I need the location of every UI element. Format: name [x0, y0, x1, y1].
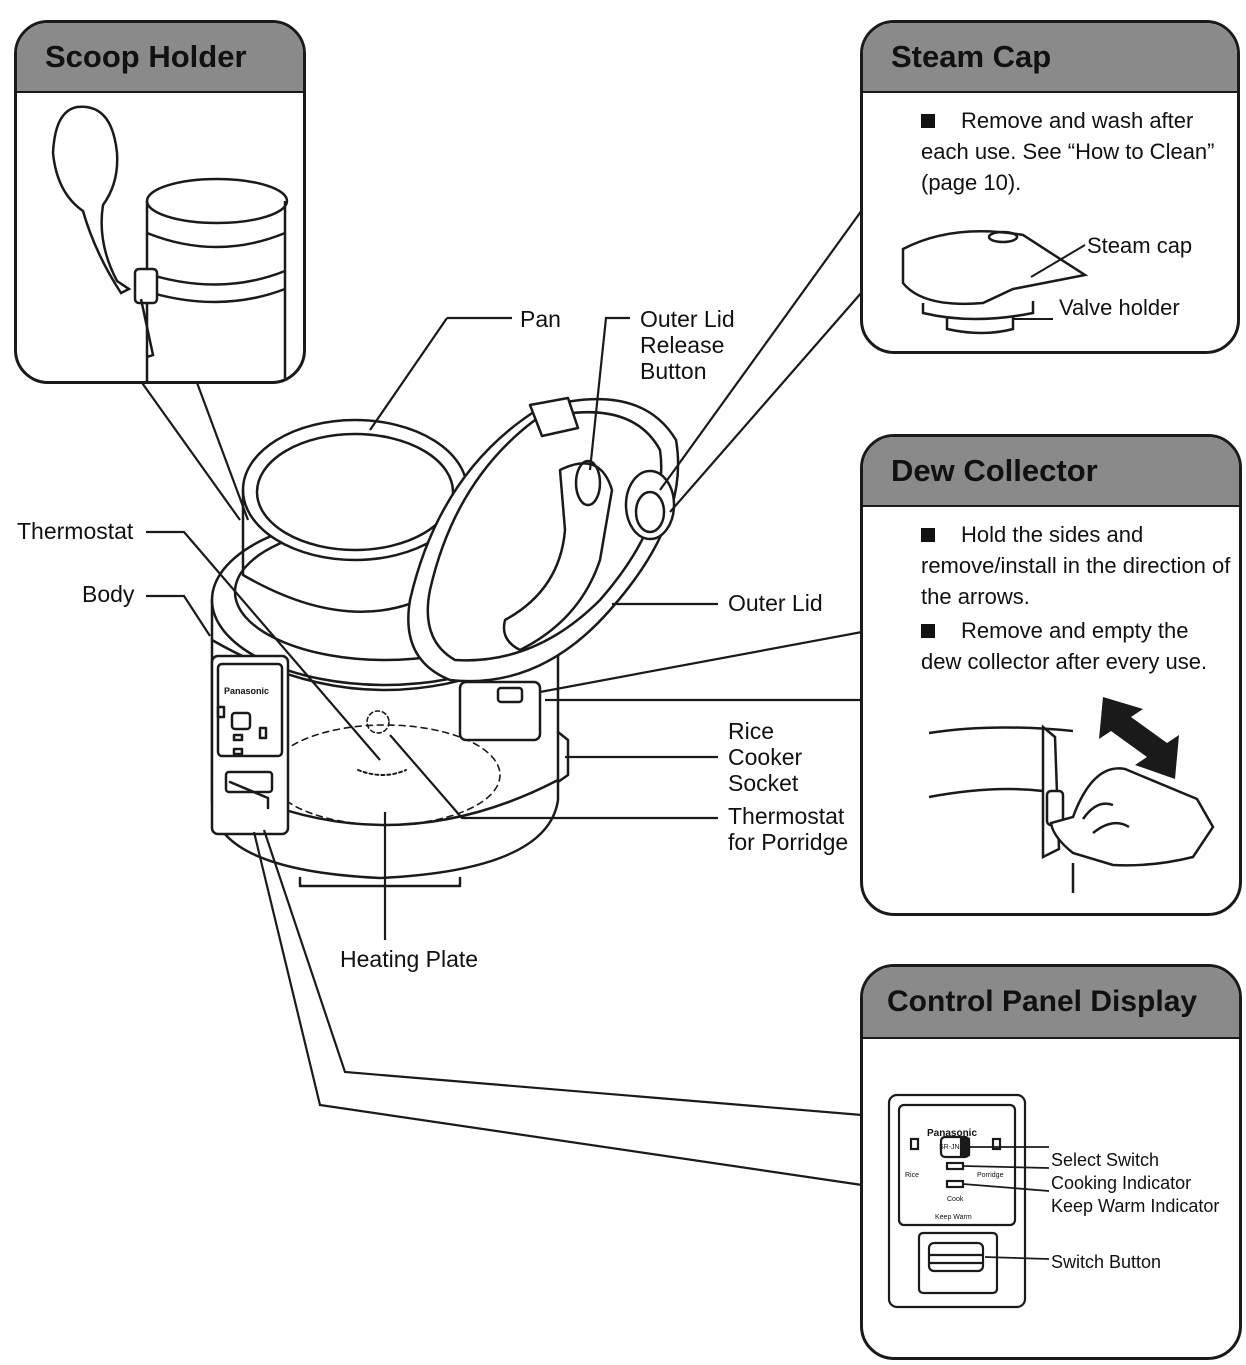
label-steam-cap: Steam cap [1087, 233, 1193, 258]
dew-collector-instruction-2: Remove and empty the dew collector after… [921, 618, 1208, 674]
pointer-dew-collector [539, 630, 863, 702]
label-porridge-thermostat-1: Thermostat [728, 803, 845, 829]
steam-cap-illustration [901, 229, 1089, 335]
label-body: Body [82, 581, 135, 607]
body-brand: Panasonic [224, 686, 270, 696]
label-outer-lid-release-2: Release [640, 332, 725, 358]
scoop-holder-header: Scoop Holder [17, 23, 303, 93]
scoop-illustration [51, 105, 289, 381]
double-arrow-icon [1099, 697, 1179, 779]
leader-thermostat [146, 530, 381, 761]
leader-porridge-thermostat [389, 734, 718, 820]
dew-collector-instruction-1: Hold the sides and remove/install in the… [921, 522, 1231, 609]
label-keep-warm-indicator: Keep Warm Indicator [1051, 1196, 1220, 1216]
label-cooking-indicator: Cooking Indicator [1051, 1173, 1192, 1193]
panel-brand: Panasonic [927, 1128, 978, 1139]
panel-mini-rice: Rice [905, 1172, 920, 1179]
panel-mini-cook: Cook [947, 1196, 964, 1203]
dew-collector-header: Dew Collector [863, 437, 1239, 507]
control-panel-leaders [962, 1146, 1050, 1260]
label-switch-button: Switch Button [1051, 1252, 1162, 1272]
scoop-holder-title: Scoop Holder [45, 39, 247, 74]
steam-cap-header: Steam Cap [863, 23, 1237, 93]
label-thermostat: Thermostat [17, 518, 134, 544]
dew-collector-illustration [928, 697, 1215, 893]
control-panel-title: Control Panel Display [887, 985, 1198, 1018]
dew-collector-panel: Dew Collector Hold the sides and remove/… [860, 434, 1242, 916]
bullet-icon [921, 624, 935, 639]
label-heating-plate: Heating Plate [340, 946, 479, 972]
control-panel-header: Control Panel Display [863, 967, 1239, 1039]
bullet-icon [921, 114, 935, 129]
pointer-scoop-holder [139, 379, 250, 521]
leader-body [146, 594, 211, 637]
control-panel-illustration [887, 1093, 1050, 1309]
steam-cap-panel: Steam Cap Remove and wash after each use… [860, 20, 1240, 354]
pointer-control-panel [252, 829, 863, 1187]
bullet-icon [921, 528, 935, 543]
pointer-steam-cap [659, 209, 863, 513]
label-socket-2: Cooker [728, 744, 803, 770]
panel-mini-porridge: Porridge [977, 1172, 1004, 1179]
label-outer-lid-release-3: Button [640, 358, 707, 384]
leader-release-button [588, 316, 630, 471]
label-valve-holder: Valve holder [1059, 295, 1180, 320]
scoop-holder-panel: Scoop Holder [14, 20, 306, 384]
panel-model: SR-JN [939, 1144, 960, 1151]
steam-cap-instruction: Remove and wash after each use. See “How… [921, 108, 1215, 195]
label-select-switch: Select Switch [1051, 1150, 1160, 1170]
label-pan: Pan [520, 306, 561, 332]
dew-collector-title: Dew Collector [891, 453, 1098, 488]
label-outer-lid: Outer Lid [728, 590, 823, 616]
label-outer-lid-release-1: Outer Lid [640, 306, 735, 332]
leader-pan [369, 316, 512, 431]
label-porridge-thermostat-2: for Porridge [728, 829, 849, 855]
label-socket-1: Rice [728, 718, 775, 744]
control-panel-display-panel: Control Panel Display Panasonic SR-JN Ri… [860, 964, 1242, 1360]
panel-mini-keep-warm: Keep Warm [935, 1214, 972, 1221]
outer-lid [407, 396, 680, 784]
label-socket-3: Socket [728, 770, 799, 796]
steam-cap-title: Steam Cap [891, 39, 1052, 74]
body-control-panel [210, 654, 290, 836]
